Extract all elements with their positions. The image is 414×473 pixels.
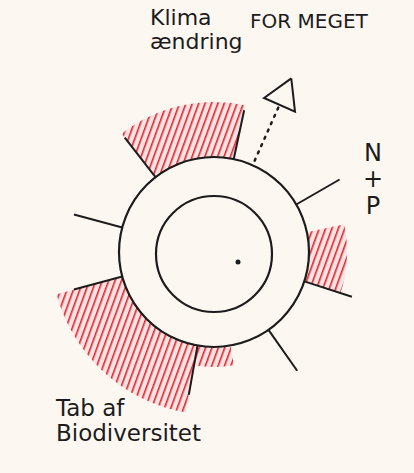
dotted-line [255,108,279,161]
boundary-spoke [268,330,297,371]
boundary-label: Tab af Biodiversitet [56,396,231,447]
outer-ring [119,157,309,347]
boundary-spoke [304,281,352,296]
boundary-spoke [125,138,156,177]
exceeded-wedge [194,346,234,367]
inner-ring [156,196,272,312]
boundary-spoke [74,214,122,227]
center-dot [236,260,241,265]
arrow-head [264,78,295,111]
too-much-arrow [255,78,295,160]
boundary-spoke [189,346,198,395]
boundary-spoke [296,180,339,205]
exceeded-wedge [122,102,246,177]
boundary-spokes [74,110,352,395]
boundary-spoke [234,110,244,159]
note-label: FOR MEGET [250,10,410,32]
boundary-wedges [57,102,347,413]
boundary-label: N + P [358,140,388,219]
boundary-spoke [74,277,122,290]
boundary-label: Klima ændring [150,6,245,54]
